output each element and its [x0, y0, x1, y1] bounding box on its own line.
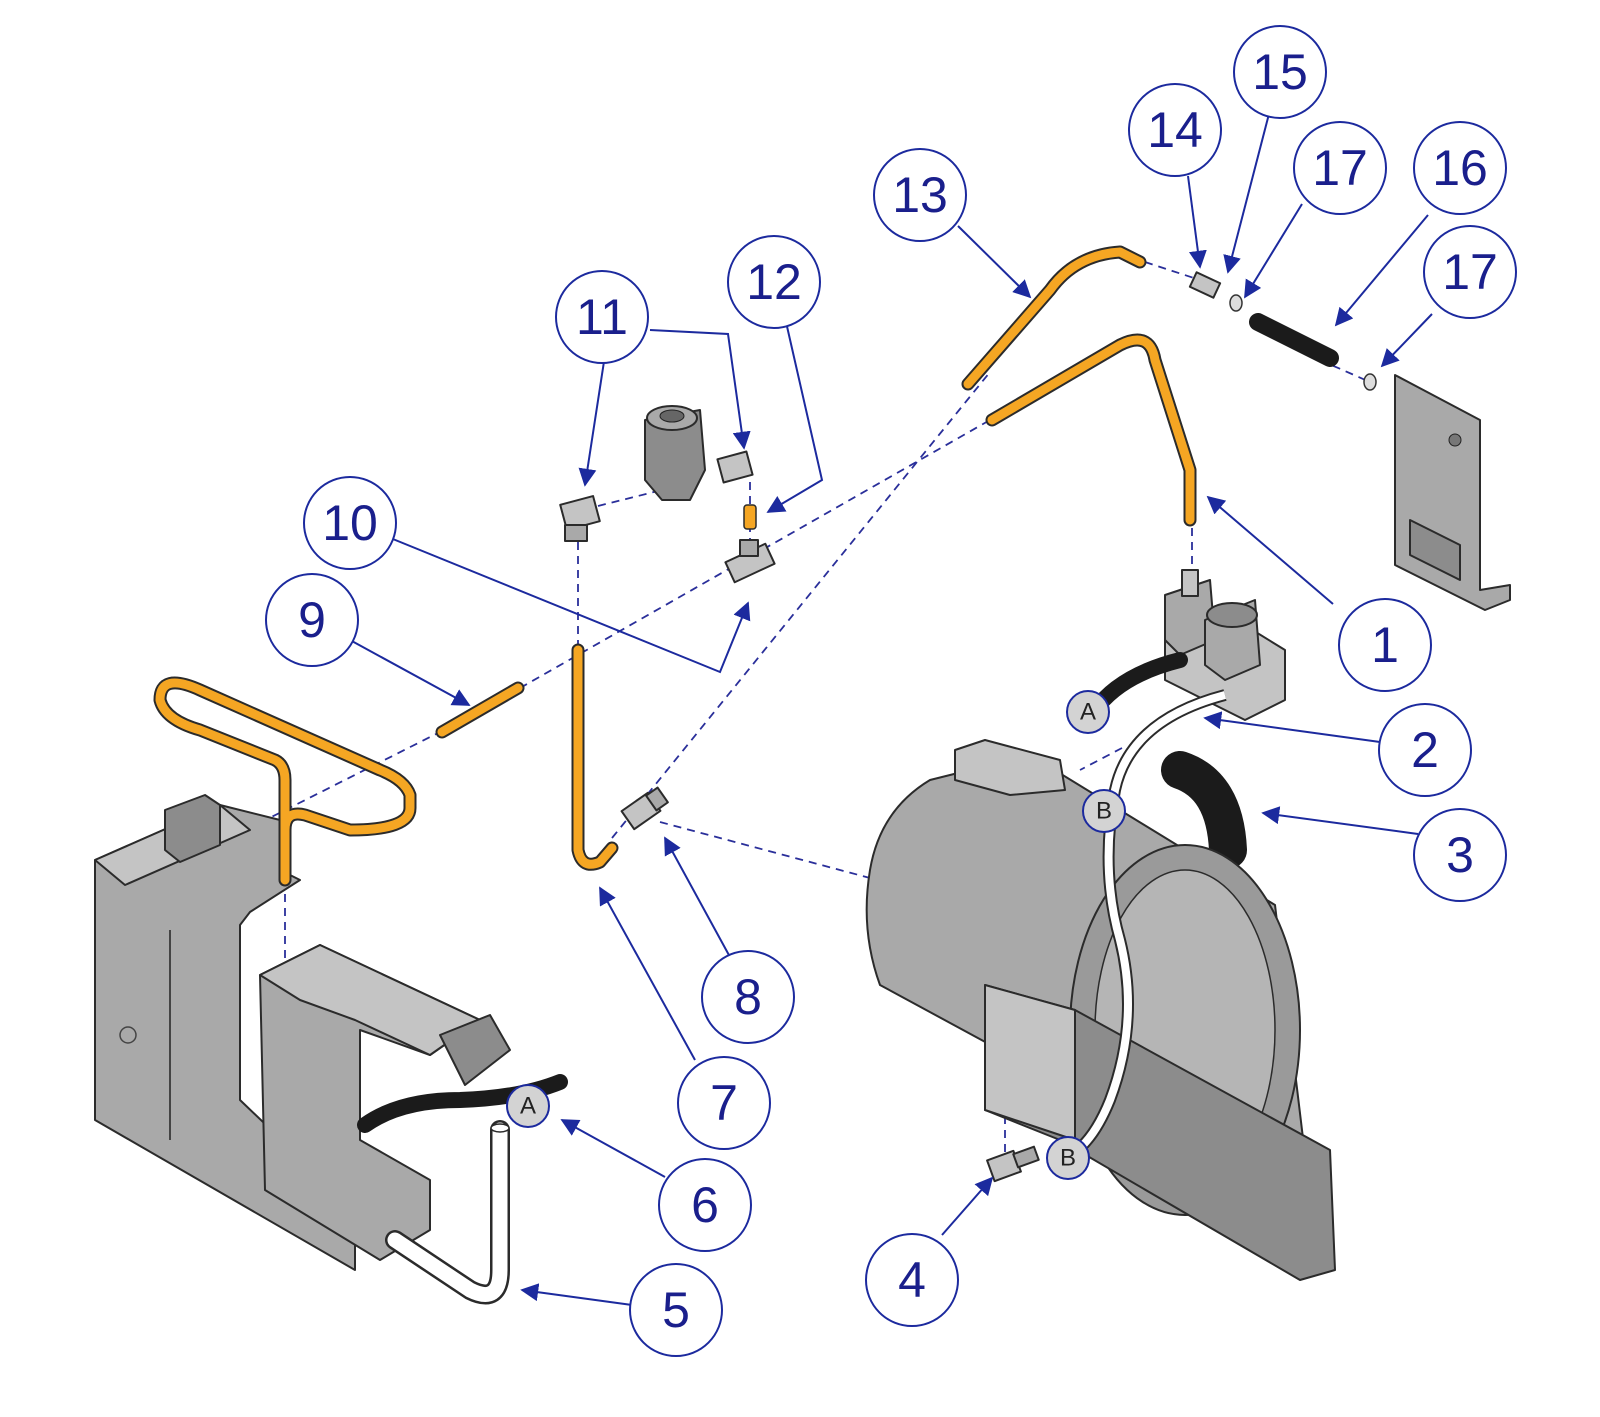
svg-text:B: B	[1096, 798, 1112, 825]
svg-text:B: B	[1060, 1145, 1076, 1172]
leader-lines	[349, 109, 1433, 1306]
svg-text:14: 14	[1147, 102, 1203, 158]
connector-a-left: A	[506, 1084, 550, 1128]
svg-text:7: 7	[710, 1075, 738, 1131]
svg-text:11: 11	[576, 289, 628, 345]
reservoir-tube	[153, 676, 417, 887]
svg-text:A: A	[520, 1093, 536, 1120]
dual-solenoid-valve	[1164, 569, 1286, 721]
svg-text:A: A	[1080, 699, 1096, 726]
tube-12	[743, 504, 757, 530]
callout-3: 3	[1413, 808, 1507, 902]
callout-14: 14	[1128, 83, 1222, 177]
svg-text:3: 3	[1446, 827, 1474, 883]
svg-text:12: 12	[746, 254, 802, 310]
svg-text:1: 1	[1371, 617, 1399, 673]
callout-12: 12	[727, 235, 821, 329]
callout-2: 2	[1378, 703, 1472, 797]
assembly-lines	[209, 261, 1371, 1155]
callout-6: 6	[658, 1158, 752, 1252]
callout-1: 1	[1338, 598, 1432, 692]
drain-hose	[385, 1120, 510, 1305]
svg-text:15: 15	[1252, 44, 1308, 100]
svg-text:10: 10	[322, 495, 378, 551]
washer-15	[1229, 294, 1243, 312]
callout-17-upper: 17	[1293, 121, 1387, 215]
callout-17-lower: 17	[1423, 225, 1517, 319]
connector-b-bottom: B	[1046, 1136, 1090, 1180]
clamp-17	[1363, 373, 1377, 391]
boiler-assembly	[865, 739, 1336, 1281]
solenoid-valve-11	[559, 405, 754, 542]
svg-text:2: 2	[1411, 722, 1439, 778]
water-reservoir	[94, 794, 511, 1271]
callout-11: 11	[555, 270, 649, 364]
svg-text:9: 9	[298, 592, 326, 648]
svg-text:17: 17	[1312, 140, 1368, 196]
svg-text:6: 6	[691, 1177, 719, 1233]
fitting-14	[1188, 271, 1222, 299]
tee-fitting-8	[620, 786, 669, 831]
tube-9	[435, 681, 525, 739]
svg-text:4: 4	[898, 1252, 926, 1308]
connector-b-top: B	[1082, 789, 1126, 833]
svg-text:16: 16	[1432, 140, 1488, 196]
callout-9: 9	[265, 573, 359, 667]
callout-5: 5	[629, 1263, 723, 1357]
tube-1	[985, 333, 1197, 527]
tube-7	[571, 643, 619, 871]
elbow-fitting-4	[986, 1145, 1040, 1183]
connector-a-right: A	[1066, 690, 1110, 734]
svg-text:5: 5	[662, 1282, 690, 1338]
tee-fitting-10	[724, 539, 776, 584]
hose-b	[1057, 689, 1227, 1166]
callout-8: 8	[701, 950, 795, 1044]
hose-3	[1161, 751, 1247, 869]
tube-13	[961, 245, 1147, 391]
callout-13: 13	[873, 148, 967, 242]
callout-7: 7	[677, 1056, 771, 1150]
callout-15: 15	[1233, 25, 1327, 119]
callout-10: 10	[303, 476, 397, 570]
callout-16: 16	[1413, 121, 1507, 215]
svg-text:17: 17	[1442, 244, 1498, 300]
svg-text:13: 13	[892, 167, 948, 223]
svg-text:8: 8	[734, 969, 762, 1025]
hose-16	[1249, 313, 1339, 367]
callout-4: 4	[865, 1233, 959, 1327]
mounting-bracket	[1394, 374, 1511, 611]
